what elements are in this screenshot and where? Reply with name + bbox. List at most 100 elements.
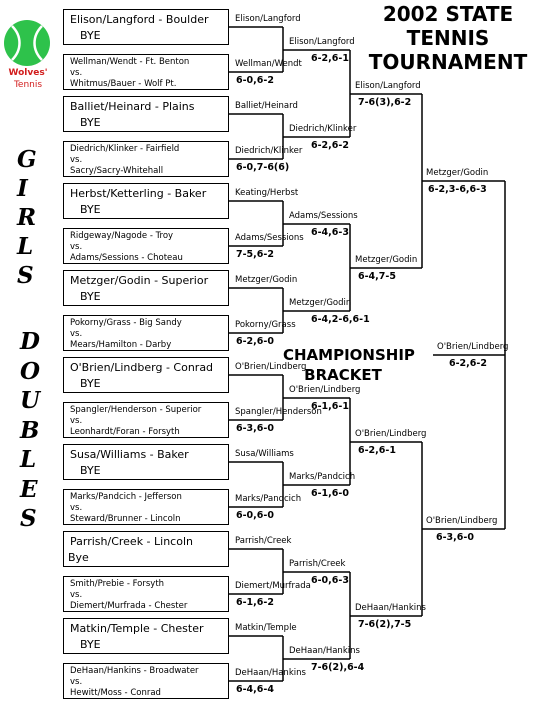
- team-name: Smith/Prebie - Forsyth: [70, 579, 165, 589]
- logo-tennis-text: Tennis: [13, 80, 43, 90]
- vs-label: vs.: [70, 68, 83, 78]
- bye-label: BYE: [80, 464, 101, 477]
- girls-letter: I: [17, 175, 28, 202]
- team-name: Balliet/Heinard - Plains: [70, 100, 195, 113]
- team-name: Spangler/Henderson - Superior: [70, 405, 202, 415]
- round1-name: Parrish/Creek: [235, 536, 292, 546]
- tennis-ball-icon: [4, 20, 50, 66]
- team-name: Elison/Langford - Boulder: [70, 13, 209, 26]
- round4-name: O'Brien/Lindberg: [426, 516, 498, 526]
- champion-name: O'Brien/Lindberg: [437, 342, 509, 352]
- bye-label: BYE: [80, 29, 101, 42]
- round1-name: Adams/Sessions: [235, 233, 304, 243]
- title-line-1: 2002 STATE: [382, 2, 514, 26]
- team-name: O'Brien/Lindberg - Conrad: [70, 361, 214, 374]
- round4-score: 6-2,3-6,6-3: [428, 184, 487, 195]
- round1-name: Wellman/Wendt: [235, 59, 302, 69]
- bye-label: BYE: [80, 377, 101, 390]
- championship-line-1: CHAMPIONSHIP: [283, 346, 415, 364]
- doubles-letter: S: [20, 505, 37, 532]
- round1-score: 7-5,6-2: [236, 249, 274, 260]
- round2-name: Diedrich/Klinker: [289, 124, 357, 134]
- round2-name: Marks/Pandcich: [289, 472, 356, 482]
- girls-letter: S: [17, 262, 34, 289]
- round1-name: Pokorny/Grass: [235, 320, 296, 330]
- round1-score: 6-0,6-0: [236, 510, 274, 521]
- round3-score: 6-4,7-5: [358, 271, 396, 282]
- round1-name: Diedrich/Klinker: [235, 146, 303, 156]
- doubles-letter: E: [20, 475, 38, 503]
- round2-score: 6-2,6-2: [311, 140, 349, 151]
- round1-name: Susa/Williams: [235, 449, 294, 459]
- girls-letter: G: [17, 146, 37, 173]
- doubles-letter: D: [20, 328, 40, 355]
- team-name: Hewitt/Moss - Conrad: [70, 688, 161, 698]
- champion-score: 6-2,6-2: [449, 358, 487, 369]
- round1-name: Matkin/Temple: [235, 623, 297, 633]
- round3-score: 6-2,6-1: [358, 445, 396, 456]
- round3-name: O'Brien/Lindberg: [355, 429, 427, 439]
- round4-name: Metzger/Godin: [426, 168, 489, 178]
- doubles-letter: L: [20, 446, 37, 473]
- round3-name: Elison/Langford: [355, 81, 421, 91]
- vs-label: vs.: [70, 503, 83, 513]
- doubles-letter: B: [20, 416, 40, 444]
- vs-label: vs.: [70, 242, 83, 252]
- bye-label: BYE: [80, 203, 101, 216]
- bye-label: Bye: [68, 551, 89, 564]
- round2-name: Metzger/Godin: [289, 298, 352, 308]
- round1-name: DeHaan/Hankins: [235, 668, 306, 678]
- title-line-3: TOURNAMENT: [368, 50, 528, 74]
- round2-score: 7-6(2),6-4: [311, 662, 365, 673]
- vs-label: vs.: [70, 329, 83, 339]
- round1-score: 6-1,6-2: [236, 597, 274, 608]
- team-name: Pokorny/Grass - Big Sandy: [70, 318, 182, 328]
- team-name: Mears/Hamilton - Darby: [70, 340, 172, 350]
- round1-name: Elison/Langford: [235, 14, 301, 24]
- tournament-title: 2002 STATE TENNIS TOURNAMENT: [355, 2, 541, 74]
- round1-name: O'Brien/Lindberg: [235, 362, 307, 372]
- vs-label: vs.: [70, 416, 83, 426]
- round3-name: DeHaan/Hankins: [355, 603, 426, 613]
- round2-score: 6-2,6-1: [311, 53, 349, 64]
- team-name: Marks/Pandcich - Jefferson: [70, 492, 182, 502]
- vs-label: vs.: [70, 590, 83, 600]
- round1-score: 6-2,6-0: [236, 336, 274, 347]
- girls-letter: L: [17, 233, 34, 260]
- team-name: DeHaan/Hankins - Broadwater: [70, 666, 199, 676]
- round1-name: Marks/Pandcich: [235, 494, 302, 504]
- round4-score: 6-3,6-0: [436, 532, 474, 543]
- bye-label: BYE: [80, 116, 101, 129]
- round3-score: 7-6(2),7-5: [358, 619, 412, 630]
- team-name: Steward/Brunner - Lincoln: [70, 514, 181, 524]
- doubles-letter: O: [20, 357, 41, 385]
- team-name: Metzger/Godin - Superior: [70, 274, 209, 287]
- bye-label: BYE: [80, 290, 101, 303]
- vs-label: vs.: [70, 155, 83, 165]
- round3-name: Metzger/Godin: [355, 255, 418, 265]
- championship-line-2: BRACKET: [304, 366, 382, 384]
- round2-name: Adams/Sessions: [289, 211, 358, 221]
- team-name: Parrish/Creek - Lincoln: [70, 535, 193, 548]
- round2-name: DeHaan/Hankins: [289, 646, 360, 656]
- championship-bracket-label: CHAMPIONSHIP BRACKET: [283, 345, 415, 385]
- round1-name: Spangler/Henderson: [235, 407, 322, 417]
- team-name: Matkin/Temple - Chester: [70, 622, 204, 635]
- team-name: Ridgeway/Nagode - Troy: [70, 231, 174, 241]
- round1-score: 6-0,7-6(6): [236, 162, 290, 173]
